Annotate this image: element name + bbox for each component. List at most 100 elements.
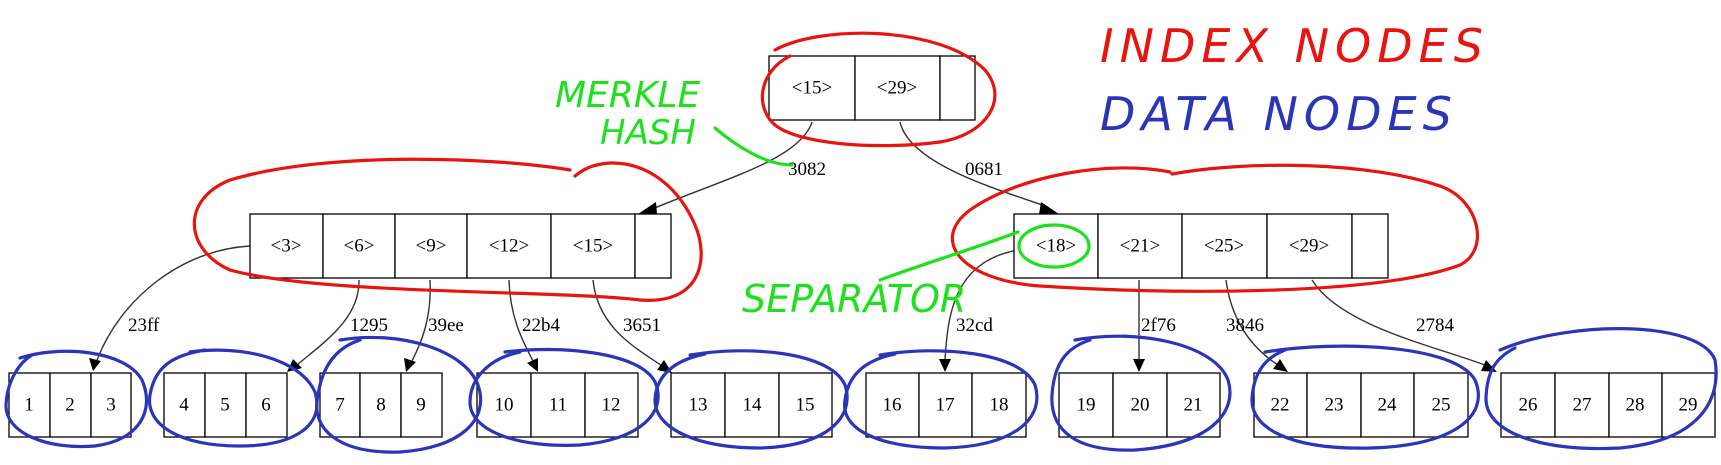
arrowhead-leaf-1 [89, 358, 101, 371]
leaf-2-value-2: 5 [220, 395, 230, 416]
edge-leaf-9 [1311, 279, 1486, 366]
leaf-9-value-3: 28 [1626, 395, 1645, 416]
arrowhead-leaf-6 [939, 359, 951, 372]
leaf-node-3: 7 8 9 [319, 372, 443, 438]
leaf-7-value-3: 21 [1184, 395, 1203, 416]
edge-label-leaf-6: 32cd [956, 315, 993, 336]
leaf-5-value-2: 14 [743, 395, 763, 416]
separator-circle [1017, 223, 1091, 269]
left-index-cell-3 [394, 213, 468, 279]
leaf-9-cell-1 [1500, 372, 1556, 438]
root-key-2: <29> [877, 78, 917, 99]
leaf-node-9: 26 27 28 29 [1500, 372, 1716, 438]
leaf-node-7: 19 20 21 [1058, 372, 1221, 438]
separator-annotation: SEPARATOR [742, 223, 1091, 321]
leaf-8-cell-3 [1360, 372, 1415, 438]
leaf-7-circle [1050, 334, 1232, 452]
leaf-5-value-3: 15 [796, 395, 815, 416]
leaf-2-cell-3 [245, 372, 288, 438]
edge-label-leaf-8: 3846 [1226, 315, 1264, 336]
leaf-1-value-1: 1 [24, 395, 34, 416]
edge-root-right [899, 121, 1049, 208]
left-index-key-2: <6> [344, 236, 375, 257]
right-index-cell-3 [1181, 213, 1268, 279]
left-index-cell-5 [550, 213, 636, 279]
leaf-4-value-2: 11 [549, 395, 567, 416]
edge-leaf-2 [296, 279, 360, 366]
leaf-5-value-1: 13 [689, 395, 708, 416]
leaf-5-cell-1 [670, 372, 726, 438]
leaf-9-value-2: 27 [1573, 395, 1592, 416]
leaf-1-cell-3 [90, 372, 132, 438]
leaf-9-cell-2 [1554, 372, 1610, 438]
leaf-1-value-2: 2 [65, 395, 75, 416]
root-cell-1 [768, 55, 856, 121]
leaf-2-cell-2 [204, 372, 247, 438]
right-index-key-4: <29> [1289, 236, 1329, 257]
leaf-6-value-2: 17 [936, 395, 955, 416]
edge-label-leaf-7: 2f76 [1141, 315, 1176, 336]
leaf-5-circle [653, 349, 849, 450]
arrowhead-leaf-3 [404, 358, 416, 372]
merkle-label: MERKLE [555, 75, 700, 116]
leaf-6-circle [843, 349, 1039, 450]
arrowhead-leaf-2 [287, 359, 302, 372]
leaf-3-circle [315, 335, 483, 454]
leaf-7-value-1: 19 [1077, 395, 1096, 416]
leaf-6-value-1: 16 [883, 395, 902, 416]
left-index-key-5: <15> [573, 236, 613, 257]
left-index-cell-2 [322, 213, 396, 279]
leaf-node-6: 16 17 18 [865, 372, 1027, 438]
edge-label-leaf-3: 39ee [428, 315, 464, 336]
leaf-node-2: 4 5 6 [163, 372, 288, 438]
leaf-6-cell-3 [971, 372, 1027, 438]
edge-labels: 3082 0681 23ff 1295 39ee 22b4 3651 32cd … [128, 159, 1455, 336]
leaf-1-cell-2 [49, 372, 92, 438]
separator-pointer [878, 230, 1020, 282]
right-index-key-3: <25> [1204, 236, 1244, 257]
leaf-9-circle [1484, 327, 1718, 451]
leaf-9-value-4: 29 [1679, 395, 1698, 416]
leaf-node-5: 13 14 15 [670, 372, 833, 438]
leaf-3-cell-3 [400, 372, 443, 438]
leaf-8-value-4: 25 [1432, 395, 1451, 416]
leaf-4-cell-2 [530, 372, 586, 438]
leaf-7-cell-1 [1058, 372, 1114, 438]
root-key-1: <15> [792, 78, 832, 99]
leaf-8-value-3: 24 [1378, 395, 1398, 416]
leaf-8-circle [1250, 344, 1480, 450]
left-index-cell-4 [466, 213, 552, 279]
leaf-node-4: 10 11 12 [476, 372, 639, 438]
leaf-node-1: 1 2 3 [8, 372, 132, 438]
separator-label: SEPARATOR [742, 277, 966, 321]
leaf-8-value-1: 22 [1271, 395, 1290, 416]
leaf-8-value-2: 23 [1325, 395, 1344, 416]
right-index-key-2: <21> [1120, 236, 1160, 257]
merkle-hash-pointer [713, 126, 794, 167]
leaf-2-value-3: 6 [261, 395, 271, 416]
edge-label-leaf-1: 23ff [128, 315, 160, 336]
arrowhead-leaf-7 [1133, 359, 1145, 372]
merkle-hash-annotation: MERKLE HASH [555, 75, 794, 167]
leaf-3-value-1: 7 [335, 395, 345, 416]
leaf-7-value-2: 20 [1131, 395, 1150, 416]
hash-label: HASH [600, 113, 696, 153]
left-index-key-4: <12> [489, 236, 529, 257]
left-index-key-1: <3> [271, 236, 302, 257]
edge-label-root-right: 0681 [965, 159, 1003, 180]
right-index-cell-empty [1351, 213, 1389, 279]
index-node-circles [192, 31, 1479, 302]
leaf-8-cell-2 [1306, 372, 1362, 438]
leaf-6-cell-2 [918, 372, 973, 438]
left-index-cell-empty [634, 213, 672, 279]
edge-leaf-1 [96, 245, 251, 361]
leaf-4-value-1: 10 [495, 395, 514, 416]
root-node: <15> <29> [768, 55, 976, 121]
leaf-1-circle [4, 349, 148, 449]
leaf-node-8: 22 23 24 25 [1253, 372, 1469, 438]
edge-root-left [649, 121, 813, 211]
edge-label-leaf-2: 1295 [350, 315, 388, 336]
leaf-2-value-1: 4 [179, 395, 189, 416]
left-index-circle [192, 157, 703, 302]
edge-label-leaf-9: 2784 [1416, 315, 1455, 336]
